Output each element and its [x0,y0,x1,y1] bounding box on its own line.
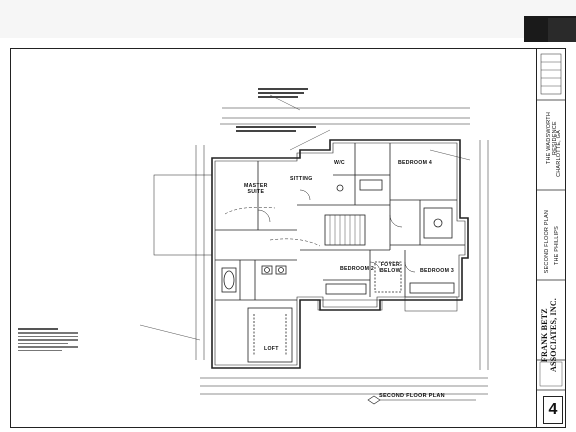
room-label-loft: LOFT [264,346,279,352]
title-block [536,48,567,428]
sheet-number: 4 [543,396,563,424]
drawing-sheet [10,48,566,428]
sheet-title: SECOND FLOOR PLAN [544,210,550,274]
room-label-bedroom-2: BEDROOM 2 [340,266,375,272]
plan-title: SECOND FLOOR PLAN [379,393,445,399]
room-label-bedroom-3: BEDROOM 3 [420,268,455,274]
firm-name: FRANK BETZ ASSOCIATES, INC. [540,298,558,372]
project-location: CHARLOTTE, GA [556,130,562,177]
plan-name: THE PHILLIPS [554,226,560,266]
top-margin [0,0,576,38]
general-notes [18,328,78,353]
room-label-wic: W/C [334,160,345,166]
room-label-bedroom-4: BEDROOM 4 [398,160,433,166]
room-label-master-suite: MASTER SUITE [244,183,268,195]
corner-tab-inner [548,18,576,42]
room-label-sitting: SITTING [290,176,313,182]
room-label-foyer-below: FOYER BELOW [380,262,401,274]
